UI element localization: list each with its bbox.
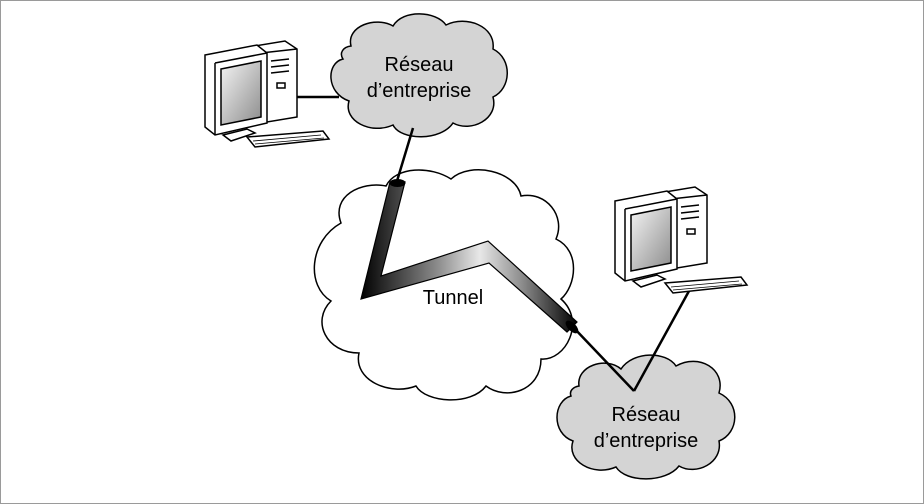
vpn-tunnel: Tunnel [360,179,579,334]
tunnel-label: Tunnel [423,287,483,309]
network-label-top-line2: d’entreprise [367,80,472,102]
tunnel-end-top [389,179,406,187]
link-tunnel-to-cloud [572,326,635,392]
tunnel-end-bottom [565,320,579,334]
link-cloud-to-tunnel [395,127,415,182]
network-label-bottom-line1: Réseau [612,404,681,426]
network-label-bottom-line2: d’entreprise [594,430,699,452]
corporate-network-cloud-bottom: Réseau d’entreprise [556,354,736,480]
network-label-top-line1: Réseau [385,54,454,76]
desktop-computer-icon [204,40,331,148]
network-links [296,95,691,392]
link-cloud-to-right-computer [632,290,691,392]
desktop-computer-icon [614,186,749,294]
corporate-network-cloud-top: Réseau d’entreprise [330,13,508,138]
